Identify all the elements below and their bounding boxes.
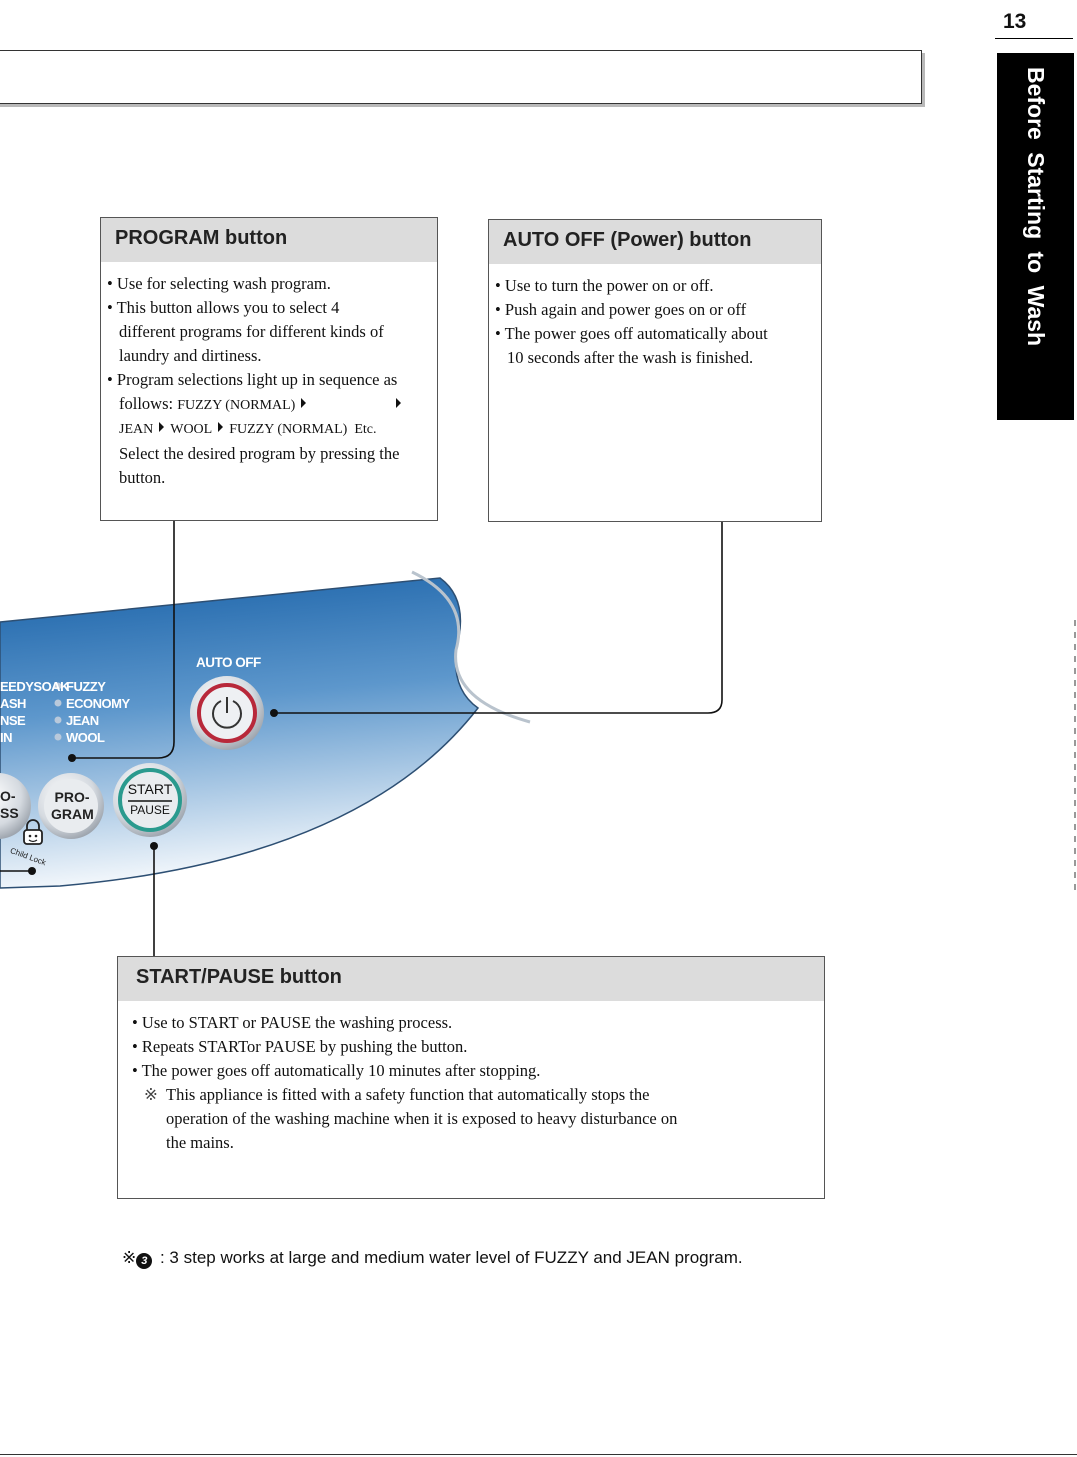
start-pause-box-title: START/PAUSE button: [118, 957, 824, 1001]
page-number-rule: [995, 38, 1073, 39]
leader-dots: [28, 709, 278, 875]
program-box-title: PROGRAM button: [101, 218, 437, 262]
program-indicator-dots: [54, 682, 62, 741]
pause-label: PAUSE: [130, 803, 170, 817]
process-button-label: O- SS: [0, 788, 19, 821]
bottom-rule: [0, 1454, 1077, 1455]
program-sequence-line1: follows: FUZZY (NORMAL): [107, 392, 431, 418]
power-icon: [212, 700, 242, 729]
side-tab: Before Starting to Wash: [997, 53, 1074, 420]
auto-off-panel-label: AUTO OFF: [196, 655, 261, 670]
program-box-body: • Use for selecting wash program. • This…: [101, 262, 437, 490]
auto-off-button-box: AUTO OFF (Power) button • Use to turn th…: [488, 219, 822, 522]
start-pause-button-box: START/PAUSE button • Use to START or PAU…: [117, 956, 825, 1199]
safety-note: ※This appliance is fitted with a safety …: [144, 1085, 650, 1104]
page-number: 13: [1003, 10, 1027, 33]
auto-off-box-title: AUTO OFF (Power) button: [489, 220, 821, 264]
section-header-box: [0, 50, 922, 104]
leader-lines: [0, 520, 723, 956]
process-button: [0, 773, 31, 839]
panel-edge-highlight: [411, 570, 531, 724]
program-labels: FUZZY ECONOMY JEAN WOOL: [66, 679, 130, 745]
process-labels: EEDYSOAK ASH NSE IN: [0, 679, 69, 745]
start-label: START: [127, 781, 173, 797]
footnote-mark: ※: [122, 1248, 137, 1267]
start-pause-box-body: • Use to START or PAUSE the washing proc…: [118, 1001, 824, 1155]
program-button-label: PRO- GRAM: [51, 789, 94, 822]
footnote-text: : 3 step works at large and medium water…: [155, 1248, 743, 1267]
step-number-badge: 3: [136, 1253, 153, 1269]
footnote: ※3 : 3 step works at large and medium wa…: [122, 1248, 743, 1269]
child-lock-icon: [23, 819, 43, 845]
program-button-box: PROGRAM button • Use for selecting wash …: [100, 217, 438, 521]
auto-off-box-body: • Use to turn the power on or off. • Pus…: [495, 276, 768, 367]
edge-ticks: [1074, 620, 1076, 890]
